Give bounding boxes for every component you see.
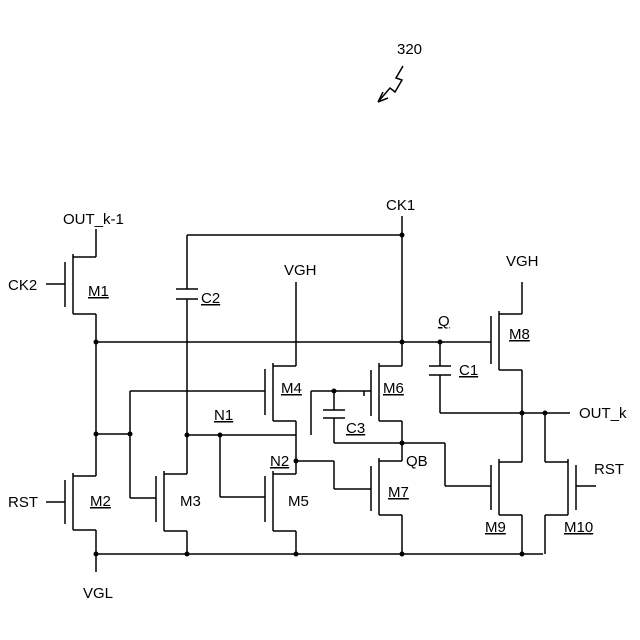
c1-label: C1	[459, 362, 478, 379]
m3-label: M3	[180, 493, 201, 510]
transistor-m8: M8	[483, 282, 530, 413]
m10-label: M10	[564, 519, 593, 536]
m4-label: M4	[281, 380, 302, 397]
junction-dot	[185, 433, 190, 438]
transistor-m2: M2	[46, 434, 111, 554]
transistor-m1: M1	[46, 229, 109, 342]
figure-ref-number: 320	[397, 41, 422, 58]
junction-dot	[438, 340, 443, 345]
qb-label: QB	[406, 453, 428, 470]
m2-label: M2	[90, 493, 111, 510]
vgl-label: VGL	[83, 585, 113, 602]
out-prev-label: OUT_k-1	[63, 211, 124, 228]
junction-dot	[128, 432, 133, 437]
c3-label: C3	[346, 420, 365, 437]
junction-dot	[543, 411, 548, 416]
out-label: OUT_k	[579, 405, 627, 422]
vgh-left-label: VGH	[284, 262, 317, 279]
m6-label: M6	[383, 380, 404, 397]
junction-dot	[218, 433, 223, 438]
transistor-m9: M9	[483, 413, 522, 554]
transistor-m5: M5	[258, 461, 309, 554]
capacitor-c3: C3	[311, 391, 365, 443]
m8-label: M8	[509, 326, 530, 343]
rst-right-label: RST	[594, 461, 624, 478]
capacitor-c2: C2	[176, 235, 220, 342]
vgh-right-label: VGH	[506, 253, 539, 270]
junction-dot	[94, 340, 99, 345]
junction-dot	[520, 552, 525, 557]
m9-label: M9	[485, 519, 506, 536]
junction-dot	[185, 552, 190, 557]
transistor-m10: M10	[545, 413, 596, 554]
ck2-label: CK2	[8, 277, 37, 294]
junction-dot	[400, 552, 405, 557]
transistor-m6: M6	[364, 235, 404, 461]
m7-label: M7	[388, 484, 409, 501]
c2-label: C2	[201, 290, 220, 307]
capacitor-c1: C1	[429, 342, 478, 413]
transistor-m7: M7	[364, 458, 409, 554]
junction-dot	[400, 340, 405, 345]
junction-dot	[400, 441, 405, 446]
ck1-label: CK1	[386, 197, 415, 214]
n2-label: N2	[270, 453, 289, 470]
junction-dot	[94, 432, 99, 437]
transistor-m3: M3	[149, 471, 201, 554]
n1-label: N1	[214, 407, 233, 424]
q-label: Q	[438, 313, 450, 330]
m1-label: M1	[88, 283, 109, 300]
junction-dot	[294, 552, 299, 557]
junction-dot	[520, 411, 525, 416]
rst-left-label: RST	[8, 494, 38, 511]
figure-ref-arrow	[378, 66, 403, 102]
transistor-m4: M4	[258, 282, 302, 461]
junction-dot	[294, 459, 299, 464]
junction-dot	[400, 233, 405, 238]
junction-dot	[332, 389, 337, 394]
m5-label: M5	[288, 493, 309, 510]
